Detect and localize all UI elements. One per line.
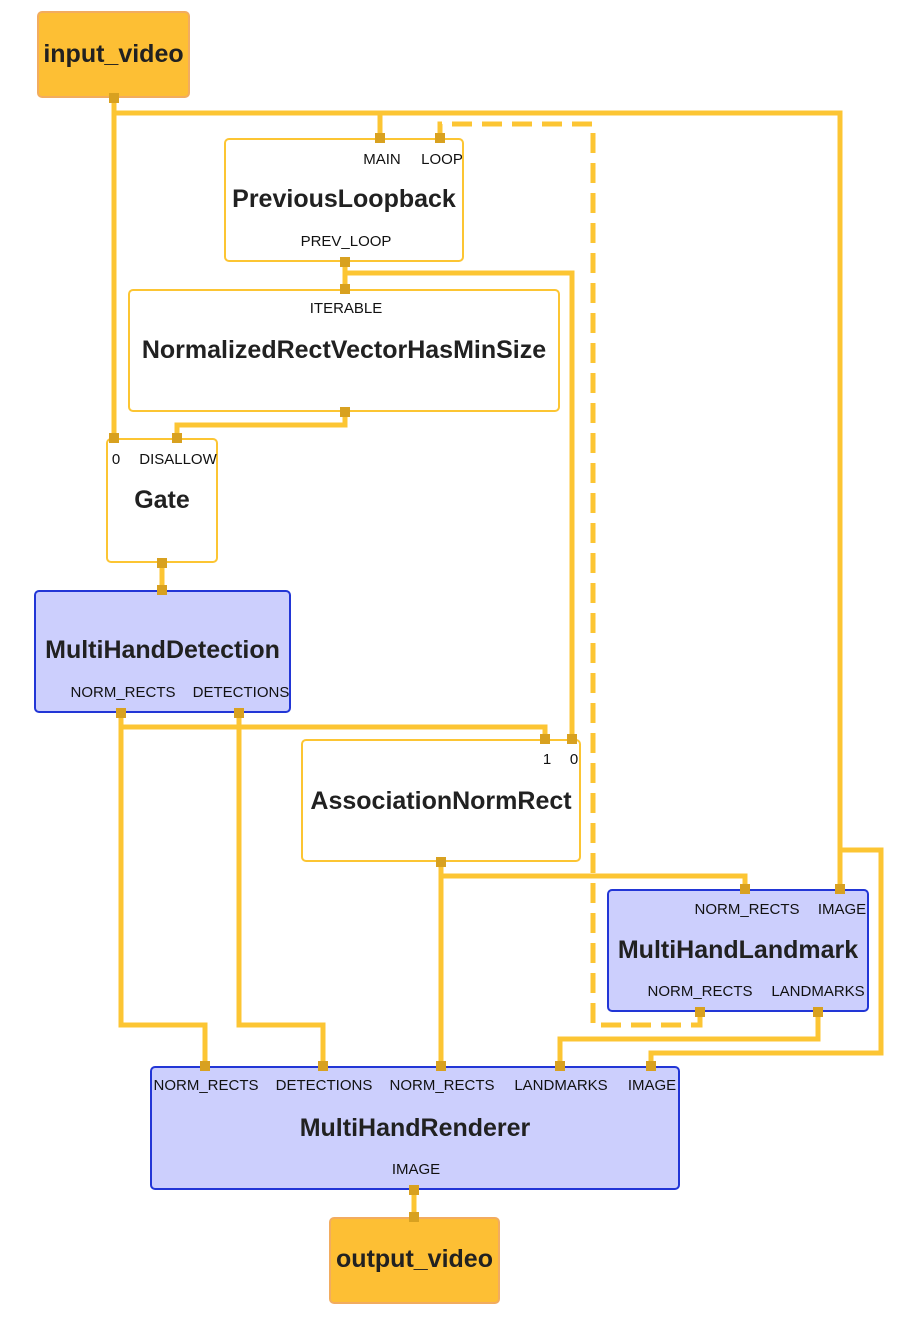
hand-detection-node[interactable]: MultiHandDetection NORM_RECTS DETECTIONS	[34, 590, 291, 713]
hand-detection-title: MultiHandDetection	[45, 636, 280, 664]
renderer-port-image-in: IMAGE	[627, 1077, 677, 1094]
port-dot-renderer-norm-rects	[436, 1061, 446, 1071]
renderer-port-norm-rects: NORM_RECTS	[389, 1077, 495, 1094]
port-dot-renderer-det-norm-rects	[200, 1061, 210, 1071]
renderer-node[interactable]: NORM_RECTS DETECTIONS NORM_RECTS LANDMAR…	[150, 1066, 680, 1190]
output-video-node[interactable]: output_video	[329, 1217, 500, 1304]
previous-loopback-port-loop: LOOP	[421, 151, 463, 168]
port-dot-minsize-out	[340, 407, 350, 417]
previous-loopback-port-prev-loop: PREV_LOOP	[300, 233, 392, 250]
renderer-port-detections: DETECTIONS	[275, 1077, 373, 1094]
hand-detection-port-detections: DETECTIONS	[192, 684, 290, 701]
port-dot-landmark-landmarks	[813, 1007, 823, 1017]
hand-landmark-port-norm-rects-in: NORM_RECTS	[694, 901, 800, 918]
port-dot-output-video-in	[409, 1212, 419, 1222]
edge-detection-normrects-to-renderer	[118, 713, 208, 1066]
gate-port-disallow: DISALLOW	[139, 451, 217, 468]
output-video-title: output_video	[336, 1245, 493, 1273]
association-node[interactable]: 1 0 AssociationNormRect	[301, 739, 581, 862]
port-dot-renderer-detections	[318, 1061, 328, 1071]
hand-detection-port-norm-rects: NORM_RECTS	[70, 684, 176, 701]
input-video-title: input_video	[43, 40, 184, 68]
edge-input-to-loopback-main	[114, 110, 383, 138]
association-port-1: 1	[542, 751, 552, 768]
hand-landmark-node[interactable]: NORM_RECTS IMAGE MultiHandLandmark NORM_…	[607, 889, 869, 1012]
gate-port-0: 0	[111, 451, 121, 468]
edge-landmarks-to-renderer	[557, 1012, 821, 1066]
port-dot-detection-detections	[234, 708, 244, 718]
port-dot-detection-norm-rects	[116, 708, 126, 718]
port-dot-renderer-landmarks	[555, 1061, 565, 1071]
port-dot-landmark-norm-rects-in	[740, 884, 750, 894]
edge-detection-normrects-to-association-1	[118, 713, 548, 739]
port-dot-gate-disallow	[172, 433, 182, 443]
input-video-node[interactable]: input_video	[37, 11, 190, 98]
port-dot-gate-0	[109, 433, 119, 443]
port-dot-loopback-prev-loop	[340, 257, 350, 267]
association-title: AssociationNormRect	[310, 787, 572, 815]
gate-node[interactable]: 0 DISALLOW Gate	[106, 438, 218, 563]
gate-title: Gate	[134, 486, 190, 514]
renderer-port-landmarks: LANDMARKS	[514, 1077, 608, 1094]
port-dot-landmark-image	[835, 884, 845, 894]
port-dot-association-1	[540, 734, 550, 744]
port-dot-loopback-loop	[435, 133, 445, 143]
port-dot-loopback-main	[375, 133, 385, 143]
hand-landmark-port-landmarks: LANDMARKS	[771, 983, 865, 1000]
renderer-port-image-out: IMAGE	[391, 1161, 441, 1178]
edge-input-to-renderer-image	[648, 113, 884, 1066]
min-size-title: NormalizedRectVectorHasMinSize	[141, 336, 547, 364]
port-dot-association-0	[567, 734, 577, 744]
port-dot-landmark-norm-rects-out	[695, 1007, 705, 1017]
port-dot-detection-in	[157, 585, 167, 595]
edge-loop-back-dashed	[437, 121, 703, 1028]
edge-minsize-to-disallow	[174, 412, 348, 438]
edge-detections-to-renderer	[236, 713, 326, 1066]
renderer-port-det-norm-rects: NORM_RECTS	[153, 1077, 259, 1094]
port-dot-association-out	[436, 857, 446, 867]
renderer-title: MultiHandRenderer	[299, 1114, 531, 1142]
previous-loopback-port-main: MAIN	[363, 151, 401, 168]
min-size-port-iterable: ITERABLE	[309, 300, 383, 317]
association-port-0: 0	[569, 751, 579, 768]
hand-landmark-title: MultiHandLandmark	[617, 936, 859, 964]
edge-prevloop-to-association-0	[345, 270, 575, 739]
port-dot-minsize-iterable	[340, 284, 350, 294]
port-dot-renderer-image-out	[409, 1185, 419, 1195]
port-dot-input-video-out	[109, 93, 119, 103]
port-dot-gate-out	[157, 558, 167, 568]
previous-loopback-node[interactable]: MAIN LOOP PreviousLoopback PREV_LOOP	[224, 138, 464, 262]
port-dot-renderer-image-in	[646, 1061, 656, 1071]
previous-loopback-title: PreviousLoopback	[232, 185, 456, 213]
hand-landmark-port-norm-rects-out: NORM_RECTS	[647, 983, 753, 1000]
hand-landmark-port-image: IMAGE	[817, 901, 867, 918]
min-size-node[interactable]: ITERABLE NormalizedRectVectorHasMinSize	[128, 289, 560, 412]
